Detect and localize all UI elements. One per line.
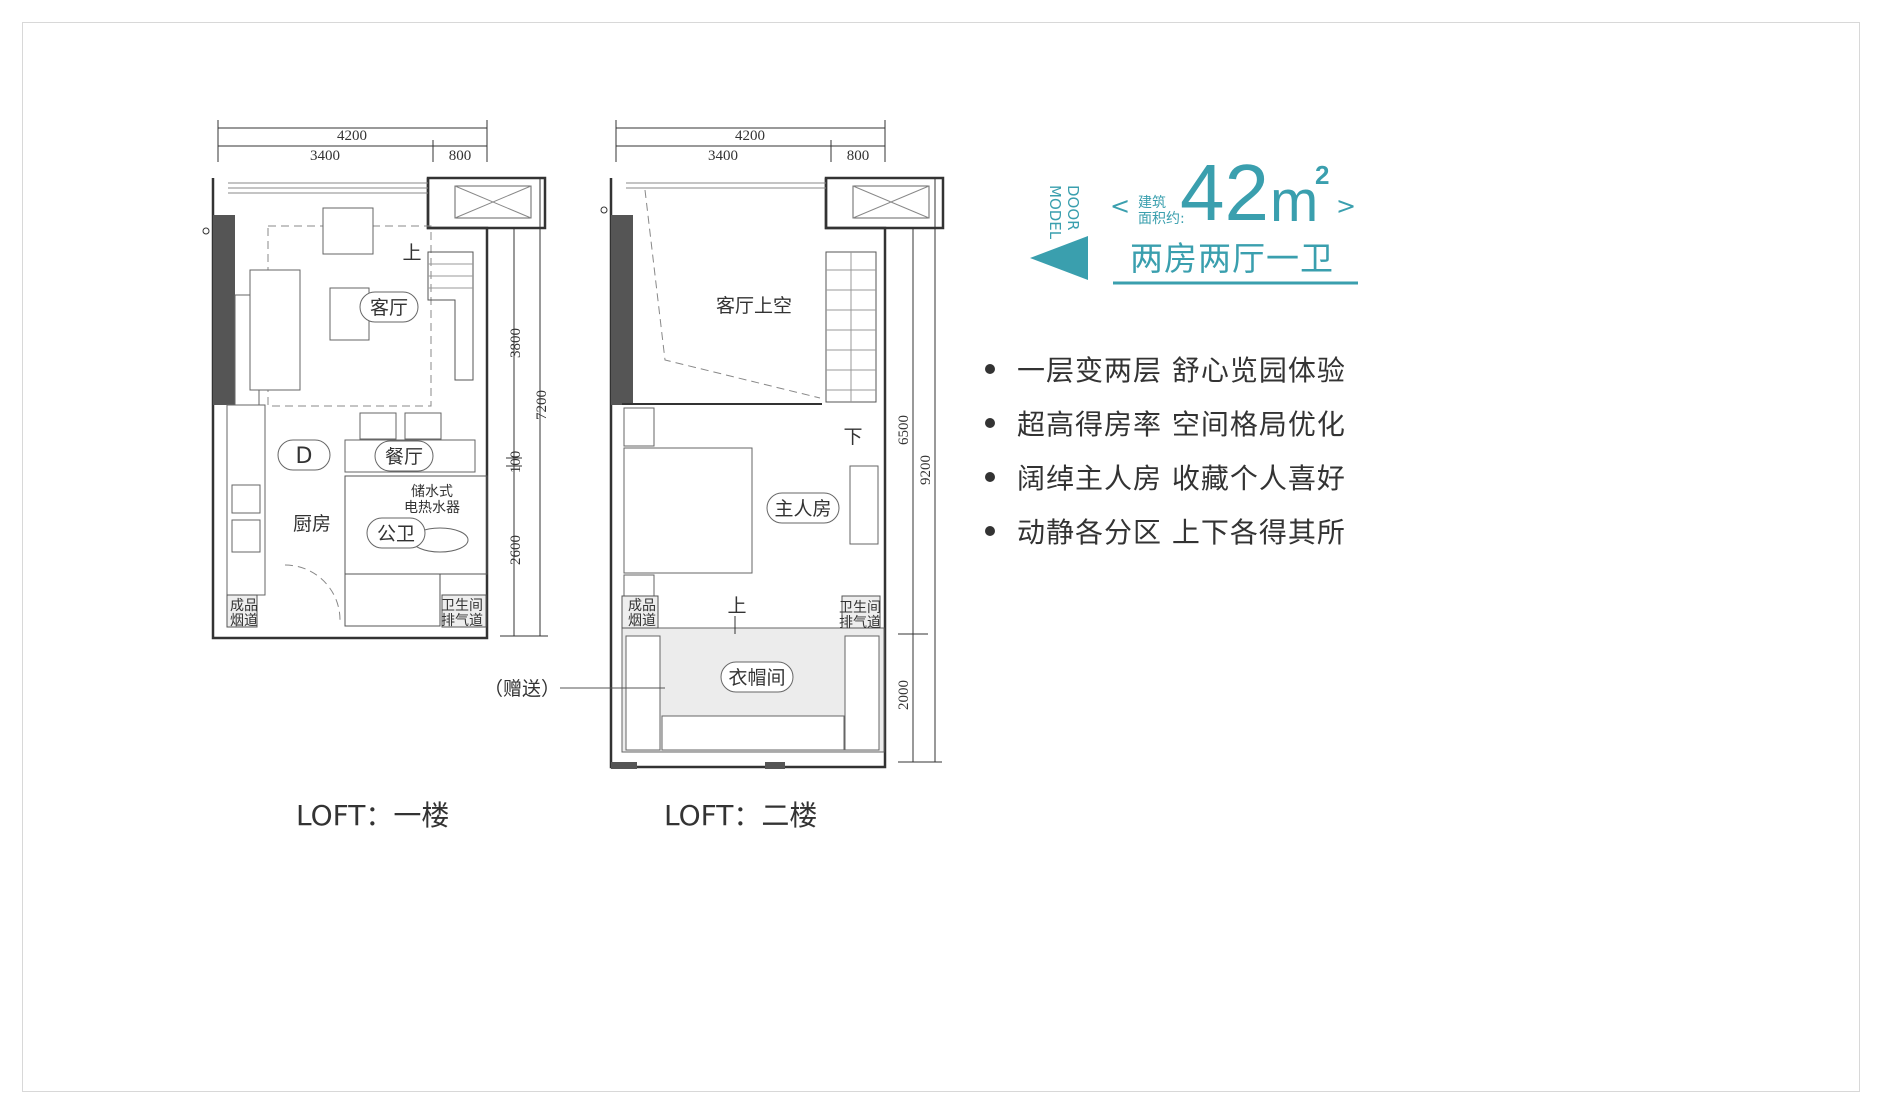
bullet-icon	[985, 472, 995, 482]
floor1-sink	[231, 484, 261, 514]
bracket-left: <	[1110, 192, 1131, 220]
feature-item: 动静各分区 上下各得其所	[985, 504, 1346, 558]
floor2-bed	[623, 447, 753, 574]
bullet-icon	[985, 418, 995, 428]
floor1-balcony-box	[426, 176, 547, 230]
floor2-flue-label-2: 烟道	[628, 613, 656, 629]
floor1-vent-label-2: 排气道	[441, 613, 483, 629]
page-frame	[22, 22, 1860, 1092]
floor1-dim-h2: 100	[508, 451, 524, 474]
floor1-dim-h3: 2600	[508, 535, 524, 565]
bullet-icon	[985, 364, 995, 374]
floor2-closet-label: 衣帽间	[728, 667, 785, 689]
floor1-flue-label-2: 烟道	[230, 613, 258, 629]
floor1-dim-total-width: 4200	[337, 128, 367, 144]
floor1-bath-label: 公卫	[377, 523, 415, 545]
floor1-entry-door	[284, 564, 341, 621]
floor2-caption: LOFT：二楼	[664, 799, 818, 832]
bullet-icon	[985, 526, 995, 536]
floor1-heater-label-1: 储水式	[411, 484, 453, 500]
floor1-unit-label: D	[296, 444, 313, 469]
floor1-flue-label-1: 成品	[230, 598, 258, 614]
floor2-vent-label-2: 排气道	[839, 615, 881, 631]
door-model-line1: DOOR	[1064, 185, 1082, 231]
floor2-dim-h2: 2000	[896, 680, 912, 710]
area-label-line2: 面积约:	[1138, 211, 1185, 227]
floor1-heater-label-2: 电热水器	[404, 500, 460, 516]
floor2-balcony-box	[824, 176, 945, 230]
area-value: 42	[1180, 148, 1269, 237]
feature-text: 动静各分区 上下各得其所	[1017, 516, 1346, 549]
floor2-dim-w2: 800	[847, 148, 870, 164]
floor2-stair-up-label: 上	[727, 595, 746, 617]
floor1-kitchen-label: 厨房	[293, 513, 331, 535]
floor2-nightstand	[623, 407, 655, 447]
floor2-right-dimensions	[898, 178, 942, 763]
floor2-stair-down-label: 下	[843, 426, 862, 448]
floor1-stair-up-label: 上	[402, 242, 421, 264]
feature-item: 阔绰主人房 收藏个人喜好	[985, 450, 1346, 504]
area-label-line1: 建筑	[1138, 195, 1166, 211]
floor1-plan: 4200 3400 800 3800 100 2600 7200	[202, 120, 550, 640]
feature-text: 超高得房率 空间格局优化	[1017, 408, 1346, 441]
floor2-void-boundary	[644, 189, 821, 399]
feature-text: 一层变两层 舒心览园体验	[1017, 354, 1346, 387]
layout-type: 两房两厅一卫	[1130, 239, 1334, 278]
floor2-master-label: 主人房	[774, 498, 831, 520]
floor1-dim-h1: 3800	[508, 328, 524, 358]
floor2-void-label: 客厅上空	[716, 295, 792, 317]
arrow-left-icon	[1030, 236, 1088, 280]
floor2-dark-wall	[611, 215, 633, 405]
floor1-dark-wall	[213, 215, 235, 405]
feature-list: 一层变两层 舒心览园体验 超高得房率 空间格局优化 阔绰主人房 收藏个人喜好 动…	[985, 342, 1346, 558]
bracket-right: >	[1336, 192, 1357, 220]
floor1-armchair	[322, 207, 374, 255]
door-model-line2: MODEL	[1046, 185, 1064, 240]
floor1-vent-label-1: 卫生间	[441, 598, 483, 614]
floor2-dim-h1: 6500	[896, 415, 912, 445]
floor1-stairs	[427, 251, 474, 381]
floor1-caption: LOFT：一楼	[296, 799, 450, 832]
floor2-dim-total-width: 4200	[735, 128, 765, 144]
area-unit-sup: 2	[1315, 160, 1330, 190]
floor2-gift-label: （赠送）	[484, 678, 560, 700]
floor1-living-label: 客厅	[370, 297, 408, 319]
floor1-stove	[231, 519, 261, 553]
feature-item: 超高得房率 空间格局优化	[985, 396, 1346, 450]
floor2-flue-label-1: 成品	[628, 598, 656, 614]
feature-text: 阔绰主人房 收藏个人喜好	[1017, 462, 1346, 495]
floor1-dim-total-height: 7200	[534, 390, 550, 420]
floor2-dim-w1: 3400	[708, 148, 738, 164]
floor2-dim-total-height: 9200	[918, 455, 934, 485]
floor2-top-dimensions	[615, 120, 886, 162]
floor1-dim-w2: 800	[449, 148, 472, 164]
floor1-right-dimensions	[500, 178, 548, 637]
feature-item: 一层变两层 舒心览园体验	[985, 342, 1346, 396]
floor1-dining-label: 餐厅	[385, 446, 423, 468]
floor1-top-dimensions	[217, 120, 488, 162]
floor1-dim-w1: 3400	[310, 148, 340, 164]
area-unit: m	[1270, 169, 1319, 234]
floor2-vent-label-1: 卫生间	[839, 600, 881, 616]
floor2-wardrobe	[849, 465, 879, 545]
floor1-sofa	[249, 269, 301, 391]
floor2-plan: 4200 3400 800 6500 2000 9200	[484, 120, 945, 769]
